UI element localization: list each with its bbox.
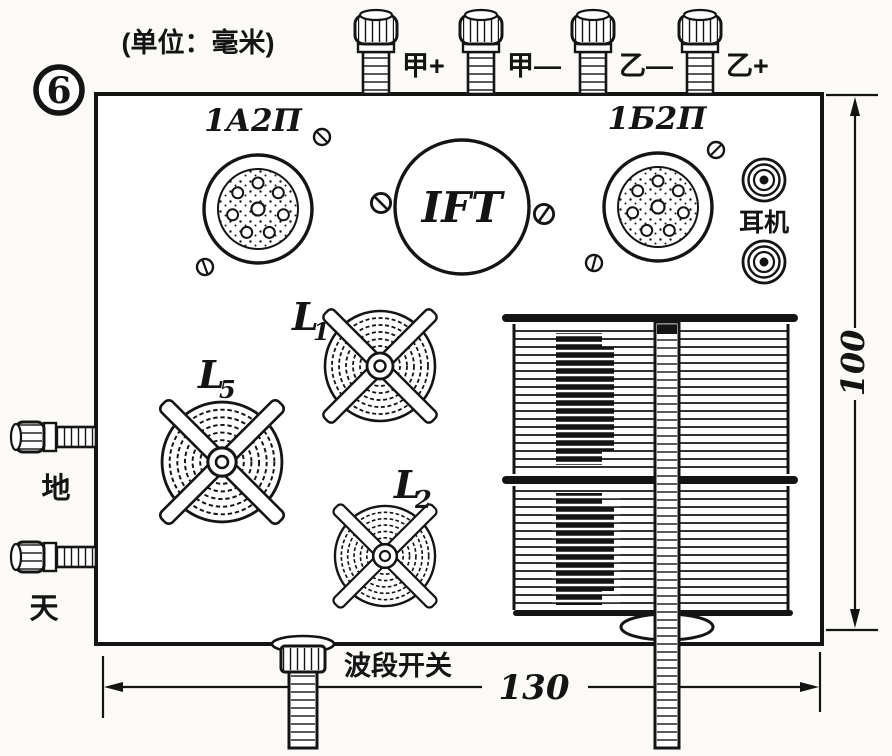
figure-number: 6 — [46, 70, 71, 112]
dimension-height-value: 100 — [834, 330, 872, 397]
ift-ear-screw — [369, 191, 393, 215]
earphone-jack-bottom — [741, 239, 787, 285]
dimension-width: 130 — [101, 652, 822, 718]
figure-badge: 6 — [33, 64, 85, 116]
ift-transformer: IFT — [369, 138, 557, 276]
coil-l5-subscript: 5 — [219, 375, 236, 404]
tube-socket-right — [602, 151, 714, 263]
capacitor-rotor-lower — [556, 493, 614, 605]
band-switch-label: 波段开关 — [344, 651, 452, 681]
ift-ear-screw — [531, 201, 557, 227]
coil-l1-subscript: 1 — [313, 317, 330, 346]
terminal-antenna — [9, 540, 98, 574]
coil-l1 — [319, 305, 441, 427]
coil-l2 — [330, 501, 440, 611]
terminal-a-plus-label: 甲+ — [402, 51, 445, 81]
terminal-b-minus-label: 乙— — [619, 51, 673, 81]
earphone-label: 耳机 — [739, 209, 789, 237]
capacitor-plates-upper — [514, 330, 788, 468]
capacitor-plates-lower — [514, 490, 788, 604]
dimension-height: 100 — [826, 93, 878, 632]
antenna-label: 天 — [29, 593, 58, 625]
tube-socket-left — [202, 153, 314, 265]
band-switch-shaft — [270, 634, 336, 750]
variable-capacitor — [502, 314, 798, 642]
coil-l5 — [156, 396, 288, 528]
terminal-b-plus — [677, 8, 723, 96]
terminal-b-plus-label: 乙+ — [726, 51, 769, 81]
terminal-a-minus — [458, 8, 504, 96]
tube-socket-left-label: 1А2П — [204, 103, 303, 139]
mounting-screw — [706, 140, 726, 160]
coil-l2-label: L — [393, 462, 421, 507]
coil-l5-label: L — [197, 352, 225, 397]
coil-l1-label: L — [291, 294, 319, 339]
dimension-width-value: 130 — [499, 668, 570, 708]
terminal-a-minus-label: 甲— — [507, 51, 561, 81]
ground-label: 地 — [41, 472, 70, 505]
unit-note: (单位：毫米) — [122, 27, 275, 58]
terminal-b-minus — [570, 8, 616, 96]
terminal-ground — [9, 420, 98, 454]
mounting-screw — [312, 127, 332, 147]
coil-l2-subscript: 2 — [414, 485, 432, 514]
earphone-jack-top — [741, 157, 787, 203]
capacitor-frame-rails — [512, 324, 790, 610]
tube-socket-right-label: 1Б2П — [608, 101, 709, 137]
ift-label: IFT — [421, 183, 505, 232]
terminal-a-plus — [353, 8, 399, 96]
capacitor-shaft — [653, 320, 681, 750]
